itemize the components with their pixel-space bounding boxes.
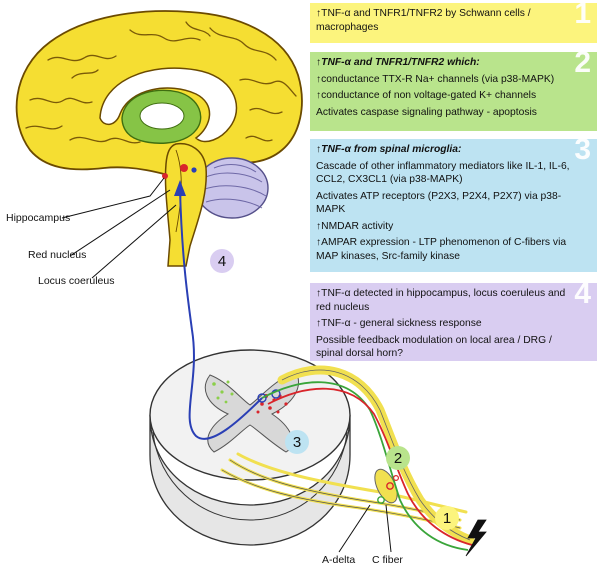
red-nucleus-dot — [180, 164, 188, 172]
box-4-number: 4 — [574, 283, 591, 310]
stimulus-bolt-icon — [465, 519, 487, 557]
box-2-tnf-receptors: 2 ↑TNF-α and TNFR1/TNFR2 which: ↑conduct… — [310, 52, 597, 131]
box-1-schwann-cells: 1 ↑TNF-α and TNFR1/TNFR2 by Schwann cell… — [310, 3, 597, 43]
c-fiber — [267, 387, 473, 546]
c-fiber-leader — [385, 504, 392, 553]
red-nucleus-leader — [69, 189, 171, 257]
box-4-brain-regions: 4 ↑TNF-α detected in hippocampus, locus … — [310, 283, 597, 361]
ascending-pathway — [179, 189, 263, 440]
marker-4: 4 — [218, 253, 226, 270]
marker-3-circle — [285, 430, 309, 454]
locus-coeruleus-leader — [91, 204, 177, 279]
a-delta-leader — [338, 504, 371, 553]
box-3-line: ↑AMPAR expression - LTP phenomenon of C-… — [316, 237, 567, 263]
hippocampus-label: Hippocampus — [6, 212, 71, 224]
thalamus-inner — [139, 102, 185, 130]
marker-2-circle — [386, 446, 410, 470]
cord-segment-line — [152, 431, 348, 521]
spinal-cord-illustration — [149, 349, 487, 557]
corpus-callosum — [99, 67, 238, 143]
box-3-spinal-microglia: 3 ↑TNF-α from spinal microglia: Cascade … — [310, 139, 597, 272]
a-delta-label: A-delta — [322, 554, 356, 566]
box-1-line: ↑TNF-α and TNFR1/TNFR2 by Schwann cells … — [316, 8, 531, 33]
marker-3: 3 — [293, 434, 301, 451]
locus-coeruleus-dot — [191, 167, 197, 173]
marker-1-circle — [435, 506, 459, 530]
locus-coeruleus-label: Locus coeruleus — [38, 275, 115, 287]
box-4-line: ↑TNF-α detected in hippocampus, locus co… — [316, 288, 566, 313]
a-delta-fiber — [261, 381, 469, 551]
marker-4-circle — [210, 249, 234, 273]
brain-illustration — [15, 10, 303, 279]
cord-lower-slab — [149, 414, 351, 546]
box-1-number: 1 — [574, 3, 591, 30]
brainstem — [164, 142, 208, 267]
box-2-number: 2 — [574, 52, 591, 79]
red-nucleus-label: Red nucleus — [28, 249, 87, 261]
hippocampus-leader — [61, 177, 165, 219]
box-2-line: ↑conductance of non voltage-gated K+ cha… — [316, 90, 537, 102]
box-3-line: ↑NMDAR activity — [316, 220, 394, 232]
box-3-line: Activates ATP receptors (P2X3, P2X4, P2X… — [316, 190, 562, 216]
box-3-number: 3 — [574, 139, 591, 166]
hippocampus-dot — [162, 173, 168, 179]
dorsal-root-ganglion — [374, 468, 398, 504]
marker-1: 1 — [443, 510, 451, 527]
box-4-line: ↑TNF-α - general sickness response — [316, 318, 482, 330]
box-3-title: ↑TNF-α from spinal microglia: — [316, 144, 462, 155]
c-fiber-label: C fiber — [372, 554, 403, 566]
box-4-line: Possible feedback modulation on local ar… — [316, 334, 552, 360]
marker-2: 2 — [394, 450, 402, 467]
box-3-line: Cascade of other inflammatory mediators … — [316, 160, 570, 186]
box-2-title: ↑TNF-α and TNFR1/TNFR2 which: — [316, 57, 480, 68]
box-2-line: Activates caspase signaling pathway - ap… — [316, 106, 537, 118]
box-2-line: ↑conductance TTX-R Na+ channels (via p38… — [316, 73, 555, 85]
ascending-pathway-arrow-icon — [174, 180, 186, 196]
